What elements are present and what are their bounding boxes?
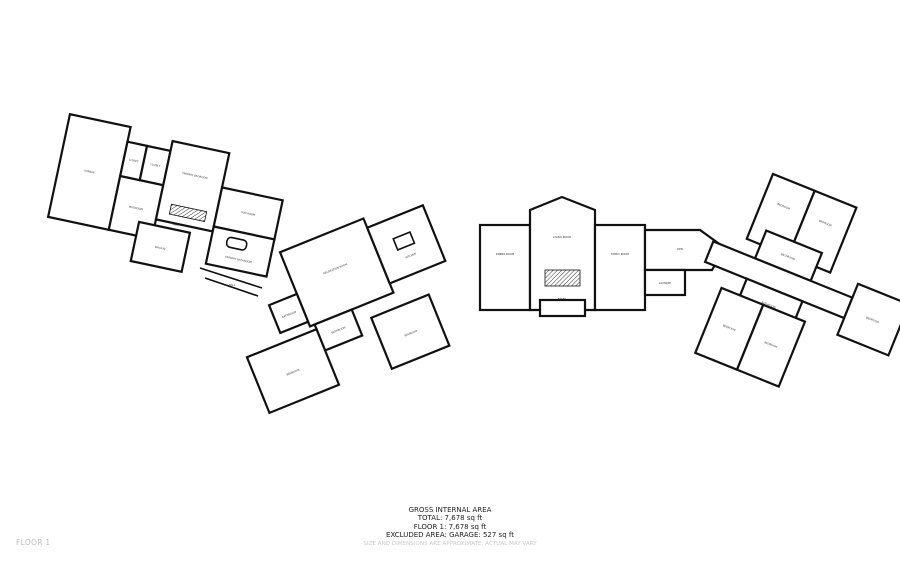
summary-excluded: EXCLUDED AREA: GARAGE: 527 sq ft	[386, 531, 514, 540]
room-bedroom	[735, 303, 807, 388]
room-walk-in	[129, 220, 192, 274]
room-label: HALL	[229, 283, 236, 287]
room-label: PRIMARY BATHROOM	[225, 255, 252, 265]
room-label: MUDROOM	[129, 205, 144, 212]
room-label: BEDROOM	[764, 340, 778, 349]
room-label: BEDROOM	[404, 329, 418, 338]
room-kitchen	[365, 203, 447, 285]
summary-total: TOTAL: 7,678 sq ft	[417, 514, 483, 523]
room-label: LIVING ROOM	[553, 235, 571, 239]
bathtub	[225, 236, 248, 251]
room-label: BEDROOM	[286, 368, 300, 377]
room-family-room	[593, 223, 647, 312]
fireplace	[544, 269, 581, 287]
room-label: PRIMARY BEDROOM	[182, 171, 208, 180]
room-label: CLOSET	[128, 157, 139, 163]
right-wing: BEDROOM BEDROOM BATHROOM BATHROOM BEDROO…	[693, 172, 900, 388]
room-label: DEN	[677, 247, 683, 251]
room-label: LAUNDRY	[659, 281, 672, 285]
area-summary: GROSS INTERNAL AREA TOTAL: 7,678 sq ft F…	[330, 506, 570, 548]
room-label: BATHROOM	[331, 325, 346, 334]
room-label: BEDROOM	[777, 202, 791, 211]
floor-label: FLOOR 1	[16, 538, 51, 547]
room-dining-room	[478, 223, 532, 312]
room-label: DINING ROOM	[496, 252, 514, 256]
left-wing: GARAGE MUDROOM CLOSET CLOSET PRIMARY BED…	[46, 112, 285, 278]
room-label: GARAGE	[84, 168, 96, 174]
center-wing: DINING ROOM LIVING ROOM FAMILY ROOM FOYE…	[478, 195, 727, 318]
room-label: FAMILY ROOM	[611, 252, 629, 256]
room-laundry	[643, 268, 687, 297]
summary-title: GROSS INTERNAL AREA	[408, 506, 492, 514]
room-label: SUN ROOM	[241, 210, 256, 217]
room-label: BEDROOM	[818, 219, 832, 228]
room-bedroom	[245, 327, 341, 415]
room-label: HALL	[172, 222, 180, 227]
room-label: CLOSET	[150, 162, 161, 168]
room-label: BATHROOM	[780, 252, 795, 261]
middle-left-wing: RECREATION ROOM KITCHEN BATHROOM BATHROO…	[245, 203, 451, 415]
room-label: BEDROOM	[722, 323, 736, 332]
room-label: BATHROOM	[761, 300, 776, 309]
kitchen-island	[392, 231, 416, 251]
summary-floor1: FLOOR 1: 7,678 sq ft	[413, 522, 487, 531]
room-living-room	[528, 195, 597, 312]
room-primary-bathroom	[204, 225, 276, 278]
hall-connector	[199, 267, 263, 297]
room-bedroom	[369, 293, 451, 371]
room-bedroom	[835, 282, 900, 357]
room-label: KITCHEN	[405, 251, 417, 259]
room-label: WALK-IN	[154, 245, 165, 251]
room-label: BEDROOM	[866, 315, 880, 324]
room-label: FOYER	[558, 297, 567, 301]
summary-note: SIZE AND DIMENSIONS ARE APPROXIMATE, ACT…	[363, 540, 537, 547]
room-bathroom	[267, 292, 310, 335]
room-foyer	[538, 298, 587, 318]
room-label: BATHROOM	[281, 310, 296, 319]
fireplace	[168, 203, 208, 222]
